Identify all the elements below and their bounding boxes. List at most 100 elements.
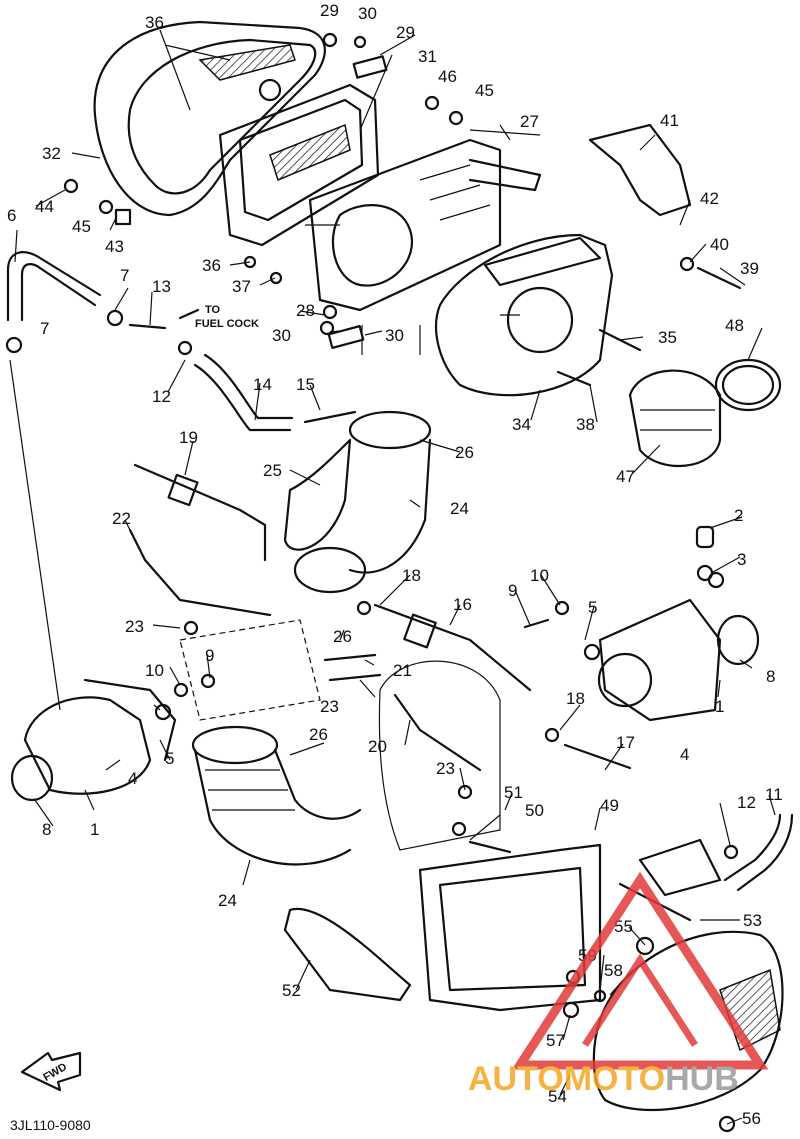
callout-49: 49 [600,796,619,815]
callout-6: 6 [7,206,16,225]
watermark-part-2: HUB [665,1060,739,1098]
callout-36: 36 [202,256,221,275]
callout-30b: 30 [272,326,291,345]
callout-31: 31 [418,47,437,66]
callout-42: 42 [700,189,719,208]
callout-7a: 7 [120,266,129,285]
carburetor-joint-right [597,598,760,722]
fuel-cock-label-line2: FUEL COCK [195,318,259,330]
callout-32: 32 [42,144,61,163]
callout-55: 55 [614,917,633,936]
callout-47: 47 [616,467,635,486]
callout-23a: 23 [125,617,144,636]
callout-30: 30 [358,4,377,23]
callout-10a: 10 [530,566,549,585]
callout-7b: 7 [40,319,49,338]
callout-56: 56 [742,1109,761,1128]
watermark-part-0: AUTO [468,1060,564,1098]
callout-2: 2 [734,506,743,525]
watermark-text: AUTOMOTOHUB [468,1060,739,1098]
air-cleaner-cover [93,20,326,217]
callout-58: 58 [604,961,623,980]
callout-10b: 10 [145,661,164,680]
callout-40: 40 [710,235,729,254]
callout-35: 35 [658,328,677,347]
callout-18a: 18 [402,566,421,585]
callout-24b: 24 [218,891,237,910]
callout-39: 39 [740,259,759,278]
callout-45: 45 [475,81,494,100]
bracket [588,123,692,217]
callout-25: 25 [263,461,282,480]
intake-hose-right [638,813,794,897]
callout-1a: 1 [90,820,99,839]
callout-48: 48 [725,316,744,335]
callout-21: 20 [368,737,387,756]
callout-labels: 36 29 30 29 31 46 45 27 41 32 42 44 6 45… [7,1,783,1128]
callout-5b: 5 [165,749,174,768]
diagram-code: 3JL110-9080 [10,1117,91,1133]
hose [6,251,102,711]
callout-22: 22 [112,509,131,528]
callout-33: 36 [145,13,164,32]
callout-26c: 26 [309,725,328,744]
callout-1b: 1 [715,697,724,716]
callout-23b: 23 [320,697,339,716]
callout-53: 53 [743,911,762,930]
callout-46: 46 [438,67,457,86]
callout-26b: 26 [333,627,352,646]
callout-4b: 4 [680,745,689,764]
callout-9b: 9 [205,646,214,665]
callout-23c: 23 [436,759,455,778]
callout-43: 43 [105,237,124,256]
callout-37: 37 [232,277,251,296]
callout-14: 14 [253,375,272,394]
callout-18b: 18 [566,689,585,708]
callout-4a: 4 [128,769,137,788]
carburetor-joint-left [10,678,177,802]
callout-8b: 8 [766,667,775,686]
callout-44: 44 [35,197,54,216]
battery-box [283,843,602,1012]
callout-16: 16 [453,595,472,614]
fuel-cock-note: TO FUEL COCK [178,304,259,330]
watermark-logo [511,871,769,1070]
callout-26a: 26 [455,443,474,462]
callout-57: 57 [546,1031,565,1050]
callout-3: 3 [737,550,746,569]
callout-54: 54 [548,1087,567,1106]
callout-34: 34 [512,415,531,434]
callout-12b: 12 [737,793,756,812]
callout-51: 51 [504,783,523,802]
side-cover [435,233,614,397]
callout-5a: 5 [588,598,597,617]
fwd-arrow: FWD [20,1051,82,1092]
callout-29: 29 [396,23,415,42]
air-filter-element [218,83,380,247]
intake-joint [628,358,782,468]
hardware [5,32,742,1133]
watermark: AUTOMOTOHUB [468,871,769,1098]
callout-41: 41 [660,111,679,130]
fuel-cock-label-line1: TO [205,304,221,316]
leader-lines [14,29,776,1125]
breather-hoses [128,353,532,772]
watermark-part-1: MOTO [564,1060,665,1098]
callout-28: 29 [320,1,339,20]
callout-50: 50 [525,801,544,820]
callout-17: 17 [616,733,635,752]
callout-27: 27 [520,112,539,131]
callout-20: 21 [393,661,412,680]
callout-11: 11 [765,785,783,804]
callout-15: 15 [296,375,315,394]
air-cleaner-case [308,138,542,312]
callout-28b: 28 [296,301,315,320]
engine-outline [179,619,501,851]
intake-duct-lower [191,725,362,866]
callout-12a: 12 [152,387,171,406]
callout-38: 38 [576,415,595,434]
callout-24a: 24 [450,499,469,518]
callout-52: 52 [282,981,301,1000]
